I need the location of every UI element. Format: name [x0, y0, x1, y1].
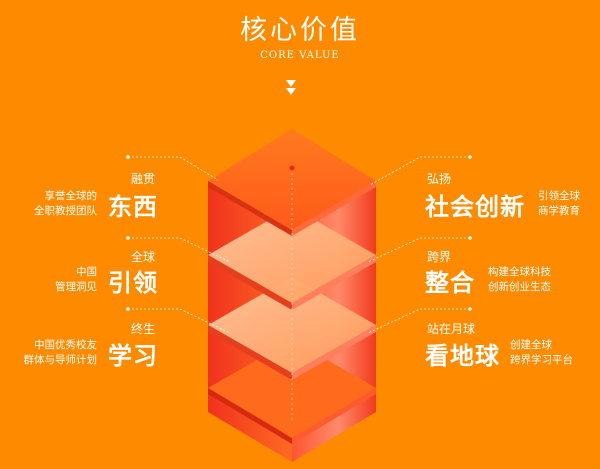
left-item-1-title: 东西 [108, 193, 158, 221]
right-item-1-desc: 引领全球 商学教育 [538, 189, 580, 219]
left-item-2-title: 引领 [108, 269, 158, 297]
left-item-1-desc-line2: 全职教授团队 [34, 205, 97, 217]
left-item-3-title: 学习 [108, 342, 158, 370]
left-item-2-desc: 中国 管理洞见 [55, 265, 97, 295]
right-item-1-desc-line1: 引领全球 [538, 190, 580, 202]
left-item-1-label: 融贯 [130, 172, 155, 186]
left-item-1-desc: 享誉全球的 全职教授团队 [34, 189, 97, 219]
left-item-3-label: 终生 [130, 322, 155, 336]
left-item-1-desc-line1: 享誉全球的 [44, 190, 98, 202]
left-item-2-desc-line2: 管理洞见 [55, 281, 97, 293]
right-item-3-desc: 创建全球 跨界学习平台 [510, 338, 573, 368]
right-item-3-desc-line1: 创建全球 [510, 339, 552, 351]
right-item-2-label: 跨界 [427, 250, 452, 264]
right-item-1-label: 弘扬 [427, 172, 452, 186]
page-subtitle: CORE VALUE [260, 50, 340, 61]
right-item-3-title: 看地球 [425, 342, 500, 370]
right-item-2-desc: 构建全球科技 创新创业生态 [488, 265, 551, 295]
left-item-2-label: 全球 [130, 250, 155, 264]
page-title: 核心价值 [240, 15, 360, 46]
left-item-3-desc: 中国优秀校友 群体与导师计划 [24, 338, 98, 368]
right-item-1-title: 社会创新 [425, 193, 525, 221]
double-chevron-down-icon [286, 80, 296, 95]
left-item-3-desc-line2: 群体与导师计划 [23, 354, 98, 366]
left-item-3-desc-line1: 中国优秀校友 [34, 339, 97, 351]
right-item-2-title: 整合 [425, 269, 475, 297]
right-item-1-desc-line2: 商学教育 [538, 205, 580, 217]
right-item-3-desc-line2: 跨界学习平台 [510, 354, 573, 366]
right-item-3-label: 站在月球 [427, 322, 476, 336]
right-item-2-desc-line2: 创新创业生态 [488, 281, 551, 293]
right-item-2-desc-line1: 构建全球科技 [488, 266, 551, 278]
left-item-2-desc-line1: 中国 [76, 266, 97, 278]
